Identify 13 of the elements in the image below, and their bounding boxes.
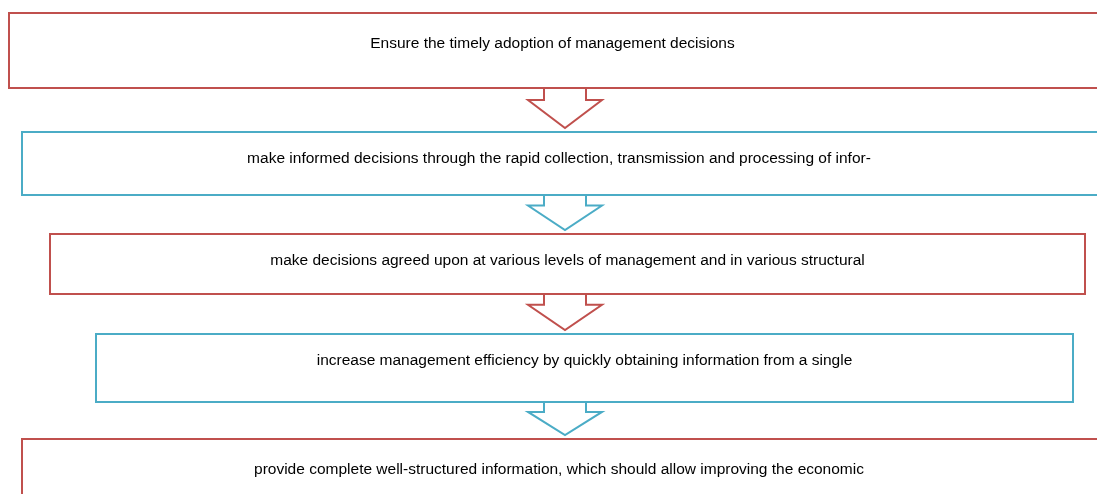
process-box [8,12,1097,89]
box-text: increase management efficiency by quickly obtaining information from a single [315,351,854,369]
block-arrow [524,293,606,332]
block-arrow [524,194,606,232]
process-box [21,131,1097,196]
block-arrow [525,87,605,130]
block-arrow [524,401,606,437]
box-text: provide complete well-structured information, which should allow improving the economic [253,460,865,478]
process-box [49,233,1086,295]
process-box [95,333,1074,403]
box-text: make decisions agreed upon at various levels of management and in various structural [269,251,866,269]
box-text: make informed decisions through the rapid collection, transmission and processing of infor- [246,149,872,167]
box-text: Ensure the timely adoption of management decisions [369,34,736,52]
